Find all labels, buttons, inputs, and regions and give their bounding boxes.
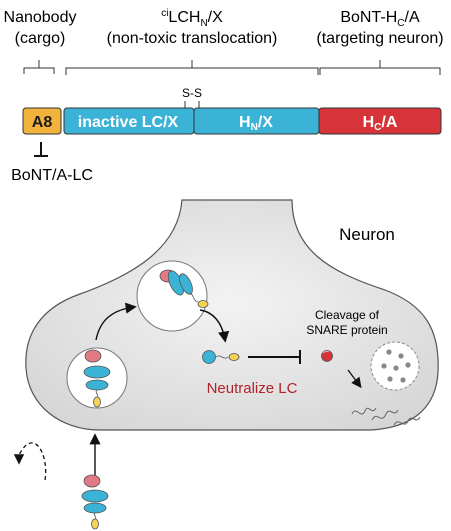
arrow-endosome-transition — [95, 302, 137, 341]
endosome-1-hn-ellipse — [83, 365, 111, 379]
vesicle-dot — [405, 362, 411, 368]
bracket-cilch — [65, 67, 319, 75]
neuron-cell-body — [25, 199, 439, 431]
endosome-2-a8-ellipse — [197, 300, 209, 308]
target-bont-lc-highlight — [322, 350, 330, 354]
outside-hn-ellipse — [81, 489, 109, 503]
outside-hc-ellipse — [83, 474, 101, 488]
outside-linker — [93, 512, 97, 520]
inhibition-symbol — [34, 142, 48, 157]
released-a8 — [228, 353, 240, 361]
endosome-2 — [136, 260, 208, 332]
hc-label: HC/A — [363, 114, 398, 133]
vesicle-dot — [393, 365, 399, 371]
a8-domain — [22, 107, 62, 135]
endosome-2-linker — [189, 292, 199, 303]
snare-fragment — [351, 407, 377, 415]
endosome-2-lc-ellipse — [179, 273, 193, 295]
snare-fragment — [371, 409, 399, 421]
bont-subtitle: (targeting neuron) — [316, 30, 443, 47]
cilch-title: ciLCHN/X — [161, 8, 223, 29]
outside-lc-ellipse — [83, 502, 107, 514]
neuron-label: Neuron — [339, 225, 395, 244]
lc-label: inactive LC/X — [78, 114, 179, 131]
endosome-1-hc-ellipse — [84, 349, 102, 363]
arrow-recycle-dashed — [13, 442, 47, 481]
vesicle-dot — [381, 363, 387, 369]
vesicle-dot — [400, 377, 406, 383]
nanobody-subtitle: (cargo) — [15, 30, 66, 47]
vesicle-dot — [398, 353, 404, 359]
ss-bond-label: S-S — [182, 86, 202, 100]
released-lc — [202, 350, 216, 364]
arrow-cleavage — [347, 369, 362, 389]
nanobody-title: Nanobody — [4, 9, 77, 26]
ss-bond-lines — [184, 101, 200, 108]
cilch-subtitle: (non-toxic translocation) — [107, 30, 278, 47]
bracket-nanobody — [23, 67, 55, 74]
vesicle-dot — [387, 376, 393, 382]
endosome-1-lc-ellipse — [85, 379, 109, 391]
bracket-bont — [319, 67, 441, 75]
cleavage-line-1: Cleavage of — [315, 308, 380, 322]
a8-label: A8 — [32, 114, 53, 131]
target-bont-lc — [321, 350, 333, 362]
hc-domain — [318, 107, 442, 135]
bont-title: BoNT-HC/A — [340, 9, 420, 29]
neutralize-label: Neutralize LC — [207, 380, 298, 397]
vesicle-dot — [386, 349, 392, 355]
inhibition-line — [248, 350, 301, 364]
arrow-release — [199, 309, 230, 343]
endosome-1-a8-ellipse — [93, 396, 101, 408]
hn-label: HN/X — [239, 114, 273, 133]
cleavage-line-2: SNARE protein — [306, 323, 387, 337]
outside-a8-ellipse — [91, 518, 99, 530]
bont-lc-label: BoNT/A-LC — [11, 167, 93, 184]
released-linker — [215, 355, 229, 359]
snare-fragment — [393, 416, 421, 426]
